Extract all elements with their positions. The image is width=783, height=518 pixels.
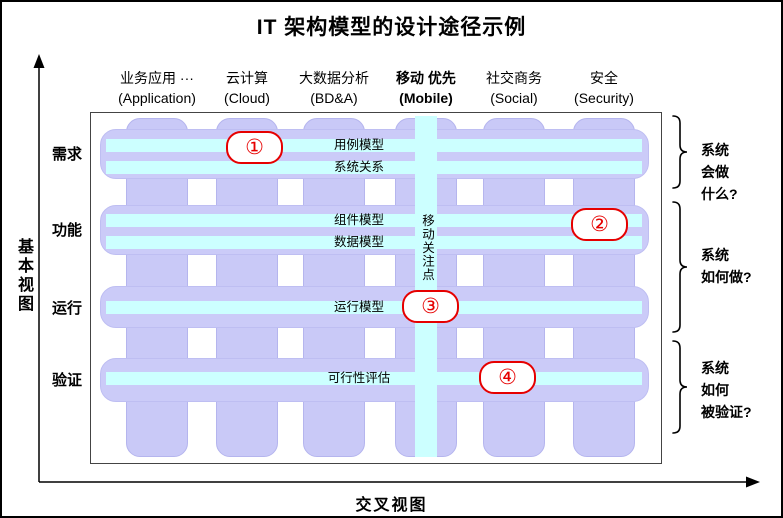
row-label-function: 功能 <box>51 222 82 239</box>
row-label-requirements: 需求 <box>51 146 82 163</box>
column-sublabel: (Mobile) <box>399 90 453 106</box>
column-label: 业务应用 ··· <box>120 70 194 86</box>
column-header-security: 安全 (Security) <box>534 68 674 108</box>
column-label: 云计算 <box>226 70 268 86</box>
y-axis-label: 基本视图 <box>15 238 32 314</box>
mobile-concern-label: 移动关注点 <box>420 214 434 282</box>
brace-function-run-icon <box>672 201 688 333</box>
mobile-concern-bar <box>415 116 437 457</box>
annotation-what-system-does: 系统 会做 什么? <box>701 142 738 202</box>
column-header-mobile: 移动 优先 (Mobile) <box>356 68 496 108</box>
model-label-usecase: 用例模型 <box>333 138 384 152</box>
model-bar <box>106 214 642 227</box>
column-sublabel: (Social) <box>490 90 538 106</box>
x-axis-arrow-icon <box>746 476 760 488</box>
column-label: 安全 <box>590 70 618 86</box>
grid-frame <box>90 112 662 464</box>
step-badge-4: ④ <box>479 361 536 394</box>
model-label-feasibility: 可行性评估 <box>327 371 391 385</box>
step-badge-1: ① <box>226 131 283 164</box>
column-header-cloud: 云计算 (Cloud) <box>177 68 317 108</box>
model-label-data: 数据模型 <box>333 235 384 249</box>
y-axis-arrow-icon <box>33 54 45 68</box>
brace-verify-icon <box>672 340 688 434</box>
model-bar <box>106 161 642 174</box>
column-label: 大数据分析 <box>299 70 369 86</box>
model-label-system-relation: 系统关系 <box>333 160 384 174</box>
column-header-bda: 大数据分析 (BD&A) <box>264 68 404 108</box>
diagram-title: IT 架构模型的设计途径示例 <box>256 16 527 39</box>
annotation-how-system-does: 系统 如何做? <box>701 247 752 285</box>
model-label-run: 运行模型 <box>333 300 384 314</box>
step-badge-3: ③ <box>402 290 459 323</box>
model-bar <box>106 236 642 249</box>
column-label: 移动 优先 <box>396 70 456 86</box>
step-badge-2: ② <box>571 208 628 241</box>
brace-requirements-icon <box>672 115 688 189</box>
column-sublabel: (Application) <box>118 90 196 106</box>
column-sublabel: (Cloud) <box>224 90 270 106</box>
x-axis-label: 交叉视图 <box>355 497 428 514</box>
column-header-social: 社交商务 (Social) <box>444 68 584 108</box>
column-label: 社交商务 <box>486 70 542 86</box>
row-label-verify: 验证 <box>51 372 82 389</box>
model-label-component: 组件模型 <box>333 213 384 227</box>
annotation-how-system-verified: 系统 如何 被验证? <box>701 360 752 420</box>
column-sublabel: (Security) <box>574 90 634 106</box>
row-label-run: 运行 <box>51 300 82 317</box>
column-header-application: 业务应用 ··· (Application) <box>87 68 227 108</box>
column-sublabel: (BD&A) <box>310 90 358 106</box>
model-bar <box>106 301 642 314</box>
